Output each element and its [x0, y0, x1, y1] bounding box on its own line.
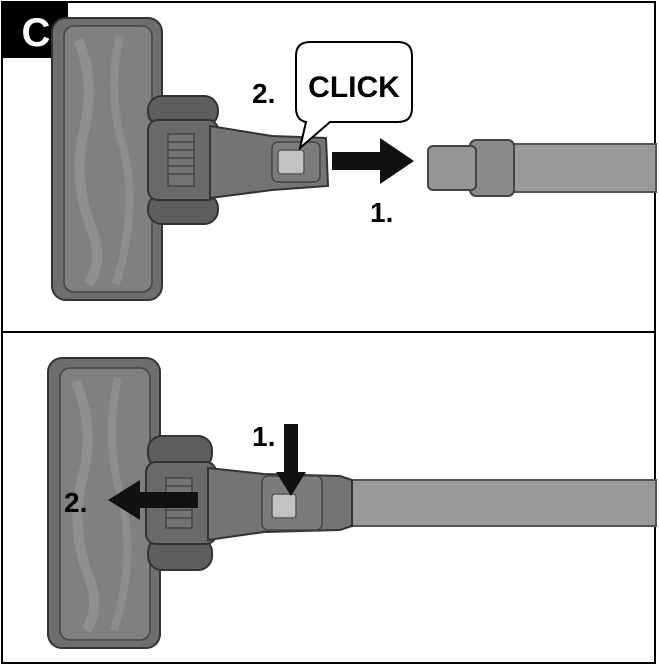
pull-step-number: 2. [64, 487, 87, 518]
release-button [277, 149, 305, 175]
bottom-panel: 1. 2. [47, 357, 657, 649]
push-step-number: 1. [370, 197, 393, 228]
top-panel: CLICK 2. 1. [51, 17, 657, 301]
press-arrow [276, 424, 306, 496]
section-badge-label: C [22, 11, 51, 55]
click-step-number: 2. [252, 78, 275, 109]
pull-arrow [108, 480, 198, 520]
release-button [271, 493, 297, 519]
click-callout: CLICK [295, 41, 413, 151]
floor-head-illustration [51, 17, 330, 301]
push-arrow [332, 138, 414, 184]
press-step-number: 1. [252, 421, 275, 452]
click-label: CLICK [308, 71, 400, 104]
assembled-vacuum-illustration [47, 357, 657, 649]
extension-tube-illustration [427, 139, 657, 197]
